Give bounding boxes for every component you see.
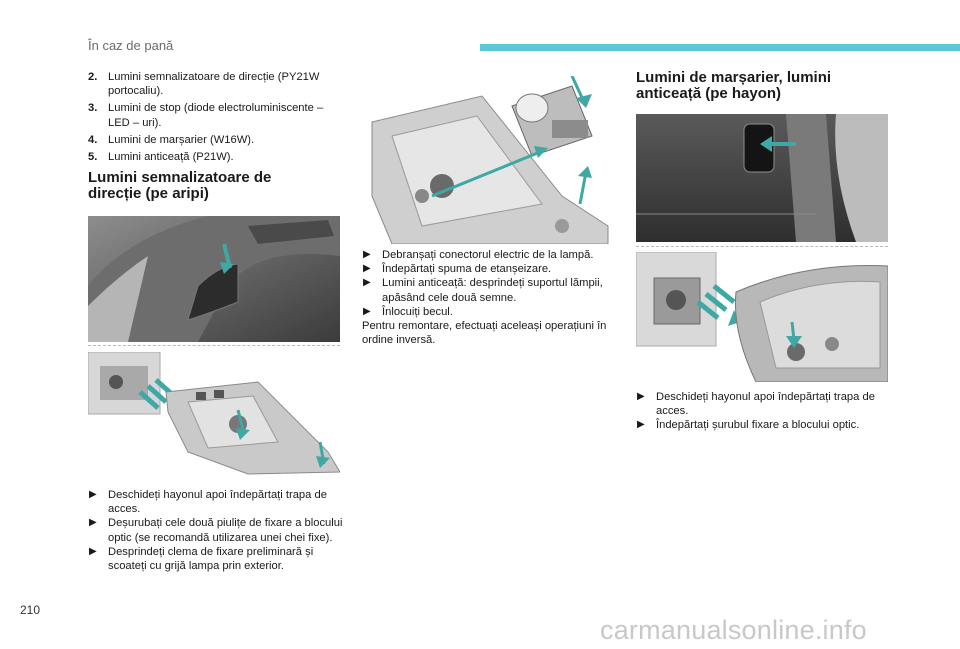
bullet-icon: ▶ — [363, 277, 371, 289]
steps-fender-indicators: ▶ Deschideți hayonul apoi îndepărtați tra… — [88, 488, 343, 573]
step-text: Debranșați conectorul electric de la lam… — [382, 249, 594, 261]
list-item: ▶ Desprindeți clema de fixare preliminară… — [88, 545, 343, 573]
step-text: Deșurubați cele două piulițe de fixare a… — [108, 517, 343, 544]
running-header: În caz de pană — [88, 38, 174, 53]
list-item: ▶ Deschideți hayonul apoi îndepărtați tra… — [636, 390, 891, 418]
step-text: Îndepărtați șurubul fixare a blocului op… — [656, 419, 860, 432]
bullet-icon: ▶ — [637, 391, 645, 402]
bulb-list: 2. Lumini semnalizatoare de direcție (PY… — [88, 70, 343, 167]
section-title-tailgate-lamps: Lumini de marșarier, lumini anticeață (p… — [636, 69, 832, 102]
bullet-icon: ▶ — [363, 305, 371, 317]
figure-lamp-bulb-holder — [362, 76, 610, 244]
list-item: 3. Lumini de stop (diode electroluminisc… — [88, 101, 343, 129]
list-item: ▶ Îndepărtați spuma de etanșeizare. — [362, 262, 617, 276]
figure-lamp-unit-nuts — [88, 352, 340, 482]
list-item: ▶ Deschideți hayonul apoi îndepărtați tra… — [88, 488, 343, 516]
item-number: 5. — [88, 151, 98, 164]
steps-bulb-replacement: ▶ Debranșați conectorul electric de la la… — [362, 248, 617, 347]
figure-tailgate-access-flap — [636, 114, 888, 242]
watermark: carmanualsonline.info — [600, 615, 867, 645]
item-number: 3. — [88, 102, 98, 115]
figure-rear-quarter-access-flap — [88, 216, 340, 342]
page-number: 210 — [20, 603, 41, 617]
figure-tailgate-lamp-screw — [636, 252, 888, 382]
bullet-icon: ▶ — [363, 263, 371, 275]
header-accent-bar — [480, 44, 960, 51]
bullet-icon: ▶ — [637, 419, 645, 431]
list-item: 2. Lumini semnalizatoare de direcție (PY… — [88, 70, 343, 98]
item-text: Lumini semnalizatoare de direcție (PY21W… — [108, 71, 320, 98]
list-item: ▶ Debranșați conectorul electric de la la… — [362, 248, 617, 262]
list-item: ▶ Lumini anticeață: desprindeți suportul … — [362, 276, 617, 304]
list-item: 4. Lumini de marșarier (W16W). — [88, 133, 343, 147]
item-number: 4. — [88, 133, 98, 146]
step-text: Înlocuiți becul. — [382, 305, 453, 318]
list-item: 5. Lumini anticeață (P21W). — [88, 150, 343, 164]
step-text: Îndepărtați spuma de etanșeizare. — [382, 263, 552, 276]
item-text: Lumini de stop (diode electroluminiscent… — [108, 102, 324, 129]
step-text: Deschideți hayonul apoi îndepărtați trap… — [108, 489, 327, 516]
bullet-icon: ▶ — [89, 517, 97, 529]
section-title-fender-indicators: Lumini semnalizatoare de direcție (pe ar… — [88, 169, 272, 202]
list-item: ▶ Deșurubați cele două piulițe de fixare … — [88, 516, 343, 544]
step-text: Desprindeți clema de fixare preliminară … — [108, 545, 314, 573]
item-number: 2. — [88, 71, 98, 83]
step-text: Lumini anticeață: desprindeți suportul l… — [382, 277, 603, 304]
figure-divider — [636, 246, 888, 247]
item-text: Lumini de marșarier (W16W). — [108, 133, 255, 146]
bullet-icon: ▶ — [89, 545, 97, 557]
bullet-icon: ▶ — [363, 249, 371, 260]
bullet-icon: ▶ — [89, 489, 97, 500]
item-text: Lumini anticeață (P21W). — [108, 151, 234, 164]
step-text: Deschideți hayonul apoi îndepărtați trap… — [656, 391, 875, 418]
list-item: ▶ Îndepărtați șurubul fixare a blocului o… — [636, 418, 891, 432]
reassembly-note: Pentru remontare, efectuați aceleași ope… — [362, 320, 607, 347]
list-item: ▶ Înlocuiți becul. — [362, 305, 617, 319]
steps-tailgate-lamps: ▶ Deschideți hayonul apoi îndepărtați tra… — [636, 390, 891, 433]
figure-divider — [88, 345, 340, 346]
